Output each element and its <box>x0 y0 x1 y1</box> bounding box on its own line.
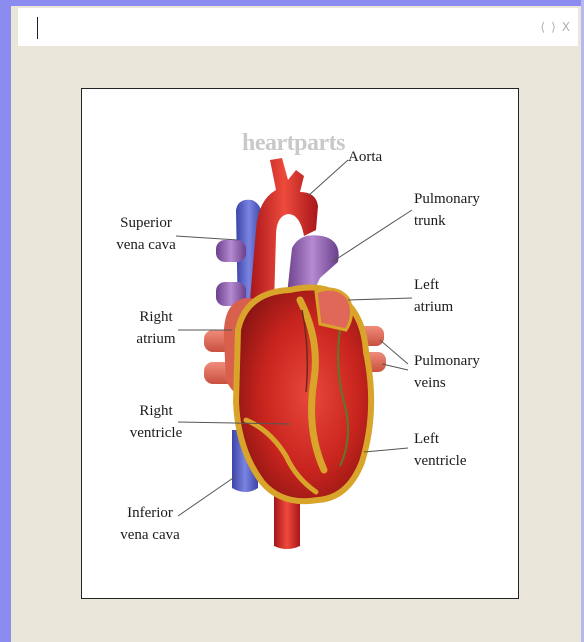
label-left-atrium: Left atrium <box>414 274 453 318</box>
label-line: Right <box>116 400 196 422</box>
leader-left-atrium <box>348 298 412 300</box>
leader-left-ventricle <box>364 448 408 452</box>
label-pulmonary-veins: Pulmonary veins <box>414 350 480 394</box>
label-line: Left <box>414 428 466 450</box>
label-left-ventricle: Left ventricle <box>414 428 466 472</box>
label-aorta: Aorta <box>348 146 382 168</box>
label-line: atrium <box>414 296 453 318</box>
label-line: veins <box>414 372 480 394</box>
label-line: ventricle <box>414 450 466 472</box>
label-line: atrium <box>120 328 192 350</box>
left-atrium-chamber <box>316 289 352 330</box>
label-line: ventricle <box>116 422 196 444</box>
label-line: Left <box>414 274 453 296</box>
label-line: Inferior <box>104 502 196 524</box>
label-inferior-vena-cava: Inferior vena cava <box>104 502 196 546</box>
leader-pulmonary-veins-b <box>382 364 408 370</box>
label-line: vena cava <box>104 524 196 546</box>
label-line: Pulmonary <box>414 350 480 372</box>
watermark-text: heartparts <box>242 130 345 157</box>
left-pulmonary-branch-upper <box>216 240 246 262</box>
label-right-atrium: Right atrium <box>120 306 192 350</box>
label-line: Right <box>120 306 192 328</box>
label-superior-vena-cava: Superior vena cava <box>104 212 188 256</box>
label-pulmonary-trunk: Pulmonary trunk <box>414 188 480 232</box>
label-line: trunk <box>414 210 480 232</box>
leader-pulmonary-trunk <box>332 210 412 262</box>
label-line: Pulmonary <box>414 188 480 210</box>
label-line: vena cava <box>104 234 188 256</box>
label-right-ventricle: Right ventricle <box>116 400 196 444</box>
leader-aorta <box>308 160 348 196</box>
label-line: Superior <box>104 212 188 234</box>
